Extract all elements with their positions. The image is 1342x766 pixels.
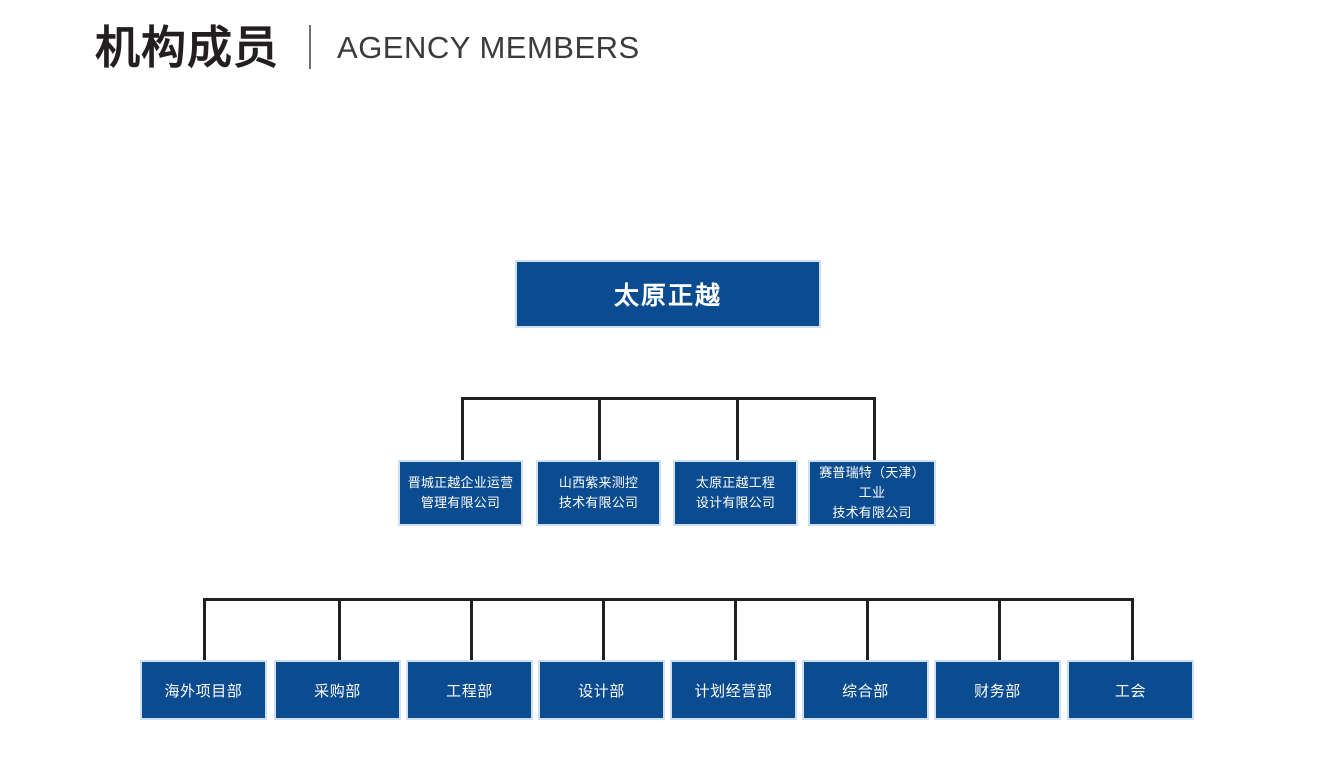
org-node-level3-6[interactable]: 综合部: [804, 662, 927, 718]
org-node-label: 设计部: [578, 682, 625, 700]
org-node-level2-1[interactable]: 晋城正越企业运营 管理有限公司: [400, 462, 521, 524]
org-node-label: 采购部: [314, 682, 361, 700]
title-divider: [309, 25, 312, 69]
connector-level3-drop-1: [203, 598, 206, 663]
connector-level3-drop-8: [1131, 598, 1134, 663]
org-node-level3-7[interactable]: 财务部: [936, 662, 1059, 718]
org-node-level3-3[interactable]: 工程部: [408, 662, 531, 718]
org-node-label: 财务部: [974, 682, 1021, 700]
connector-level2-drop-4: [873, 397, 876, 463]
connector-level3-drop-5: [734, 598, 737, 663]
connector-level2-drop-2: [598, 397, 601, 463]
org-node-label: 工会: [1114, 682, 1147, 700]
org-node-label: 计划经营部: [694, 682, 773, 700]
org-node-level3-8[interactable]: 工会: [1069, 662, 1192, 718]
org-node-level3-4[interactable]: 设计部: [540, 662, 663, 718]
connector-level3-horizontal: [203, 598, 1134, 601]
org-node-level3-1[interactable]: 海外项目部: [142, 662, 265, 718]
org-node-level3-5[interactable]: 计划经营部: [672, 662, 795, 718]
page-header: 机构成员 AGENCY MEMBERS: [95, 16, 640, 78]
org-node-label: 太原正越工程 设计有限公司: [695, 474, 776, 510]
org-node-level2-2[interactable]: 山西紫来测控 技术有限公司: [538, 462, 659, 524]
org-node-label: 工程部: [446, 682, 493, 700]
connector-level3-drop-6: [866, 598, 869, 663]
org-node-label: 赛普瑞特（天津）工业 技术有限公司: [819, 464, 925, 521]
connector-level2-drop-3: [736, 397, 739, 463]
org-node-label: 山西紫来测控 技术有限公司: [558, 474, 639, 510]
org-node-label: 晋城正越企业运营 管理有限公司: [407, 474, 514, 510]
connector-level3-drop-7: [998, 598, 1001, 663]
org-node-level2-3[interactable]: 太原正越工程 设计有限公司: [675, 462, 796, 524]
page-title-cn: 机构成员: [95, 21, 280, 73]
connector-level3-drop-3: [470, 598, 473, 663]
org-node-level3-2[interactable]: 采购部: [276, 662, 399, 718]
connector-level3-drop-4: [602, 598, 605, 663]
org-node-label: 综合部: [842, 682, 889, 700]
connector-level3-drop-2: [338, 598, 341, 663]
page-title-en: AGENCY MEMBERS: [337, 29, 640, 65]
org-node-label: 太原正越: [613, 282, 722, 310]
org-node-root[interactable]: 太原正越: [517, 262, 819, 326]
connector-level2-drop-1: [461, 397, 464, 463]
org-node-label: 海外项目部: [164, 682, 243, 700]
org-node-level2-4[interactable]: 赛普瑞特（天津）工业 技术有限公司: [810, 462, 934, 524]
connector-level2-horizontal: [461, 397, 876, 400]
